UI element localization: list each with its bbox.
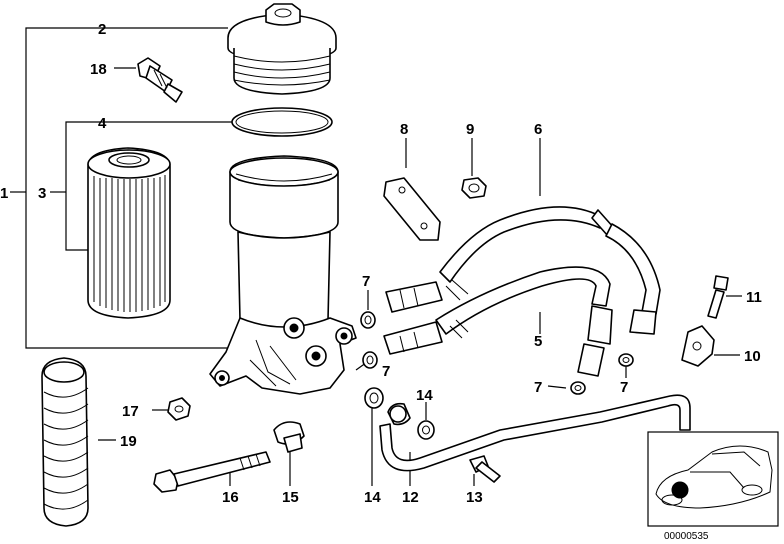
callout-7-b: 7 (382, 363, 390, 380)
callout-14-b: 14 (416, 387, 433, 404)
bolt-clip-illustration (681, 275, 729, 367)
callout-9: 9 (466, 121, 474, 138)
callout-6: 6 (534, 121, 542, 138)
callout-7-c: 7 (534, 379, 542, 396)
callout-5: 5 (534, 333, 542, 350)
callout-14-a: 14 (364, 489, 381, 506)
callout-4: 4 (98, 115, 107, 132)
washers-illustration (360, 311, 634, 440)
callout-labels: 1 2 3 4 5 6 7 7 7 7 8 9 10 11 12 13 14 1… (0, 21, 762, 542)
callout-7-d: 7 (620, 379, 628, 396)
vehicle-location-inset (647, 431, 779, 527)
callout-1: 1 (0, 185, 8, 202)
callout-17: 17 (122, 403, 139, 420)
callout-8: 8 (400, 121, 408, 138)
callout-15: 15 (282, 489, 299, 506)
diagram-code: 00000535 (664, 531, 709, 542)
leader-lines (10, 27, 742, 486)
callout-12: 12 (402, 489, 419, 506)
filter-housing-illustration (209, 155, 357, 395)
hoses-illustration (383, 206, 661, 377)
callout-19: 19 (120, 433, 137, 450)
sensor-illustration (137, 57, 183, 103)
oil-pipe-illustration (379, 394, 691, 483)
filter-cap-illustration (227, 3, 337, 95)
callout-13: 13 (466, 489, 483, 506)
callout-10: 10 (744, 348, 761, 365)
callout-11: 11 (746, 289, 762, 306)
callout-18: 18 (90, 61, 107, 78)
callout-16: 16 (222, 489, 239, 506)
callout-3: 3 (38, 185, 46, 202)
filter-element-illustration (87, 147, 171, 319)
callout-7-a: 7 (362, 273, 370, 290)
bracket-nut-illustration (383, 177, 487, 241)
o-ring-illustration (231, 107, 333, 137)
nut-sleeve-illustration (41, 357, 191, 527)
bolt-plug-illustration (153, 421, 305, 493)
callout-2: 2 (98, 21, 106, 38)
